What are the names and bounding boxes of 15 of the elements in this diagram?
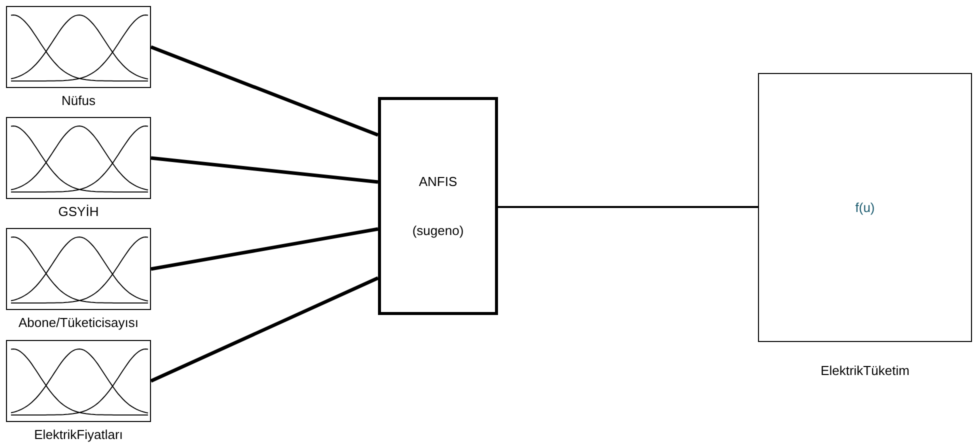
connector-line (150, 276, 379, 383)
variable-name: Nüfus (60, 92, 96, 110)
variable-name: ElektrikTüketim (820, 362, 910, 380)
variable-name: ElektrikFiyatları (33, 426, 124, 443)
output-box (758, 73, 972, 342)
connector-line (498, 206, 758, 208)
system-box (378, 97, 498, 315)
connector-line (150, 45, 379, 137)
connector-line (150, 156, 378, 184)
system-name: ANFIS (418, 172, 458, 190)
system-type: (sugeno) (412, 222, 464, 240)
connector-line (150, 227, 378, 271)
function-label: f(u) (855, 198, 875, 217)
variable-name: GSYİH (57, 203, 100, 221)
variable-name: Abone/Tüketicisayısı (18, 314, 140, 332)
